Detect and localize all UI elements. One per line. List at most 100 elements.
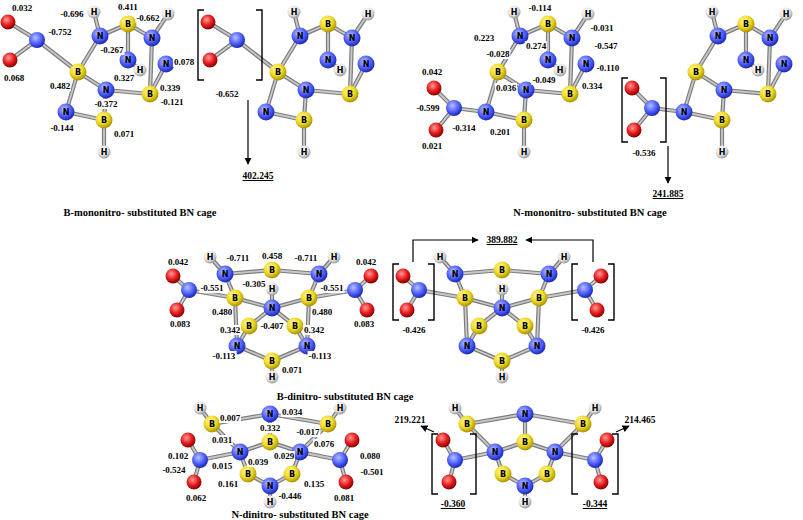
atom-sphere [96,112,113,129]
atom-symbol: N [237,448,244,457]
atom-sphere [334,402,347,415]
charge-value: 0.411 [117,2,139,12]
panel-caption: N-mononitro- substituted BN cage [512,207,668,218]
atom-sphere [134,64,147,77]
atom-symbol: N [325,56,332,65]
atom-symbol: N [483,108,490,117]
bracket-line [622,78,628,142]
bracket-line [572,434,578,494]
atom-symbol: N [349,34,356,43]
atom-symbol: N [522,482,529,491]
panel-caption: B-mononitro- substituted BN cage [63,207,218,218]
bracket-line [608,264,614,320]
molecule-layer [1,6,793,509]
atom-symbol: N [267,482,274,491]
atom-symbol: B [301,116,307,125]
atom-sphere [142,86,159,103]
atom-sphere [577,282,593,298]
atom-sphere [88,6,101,19]
atom-sphere [339,475,354,490]
atom-symbol: N [269,304,276,313]
atom-sphere [558,251,571,264]
charge-value: -0.426 [401,325,426,335]
atom-sphere [562,86,579,103]
atom-sphere [98,146,111,159]
panel-caption: B-dinitro- substituted BN cage [276,391,415,402]
atom-symbol: N [767,34,774,43]
atom-symbol: H [137,66,144,75]
atom-sphere [434,251,447,264]
atom-symbol: B [101,116,107,125]
atom-symbol: N [569,34,576,43]
atom-sphere [396,269,411,284]
atom-symbol: N [267,410,274,419]
charge-value: -0.049 [531,75,556,85]
atom-symbol: N [125,56,132,65]
charge-value: 0.029 [273,451,295,461]
bond-energy-value: 389.882 [486,235,519,245]
charge-value: 0.327 [113,73,135,83]
atom-sphere [449,402,462,415]
atom-symbol: B [521,116,527,125]
atom-sphere [262,478,279,495]
charge-value: 0.102 [167,451,189,461]
atom-sphere [575,416,592,433]
atom-symbol: B [289,470,295,479]
atom-symbol: B [209,420,215,429]
atom-symbol: N [552,448,559,457]
atom-symbol: B [545,20,551,29]
charge-value: -0.426 [580,325,605,335]
atom-symbol: B [275,68,281,77]
atom-symbol: B [125,20,131,29]
atom-symbol: B [522,438,528,447]
atom-symbol: B [232,294,238,303]
bond-energy-value: 214.465 [624,415,657,425]
charge-value: -0.446 [277,491,302,501]
atom-sphere [411,282,427,298]
atom-sphere [517,478,534,495]
charge-value: 0.135 [303,479,325,489]
atom-sphere [229,32,245,48]
charge-value: 0.031 [211,435,233,445]
atom-symbol: H [521,148,528,157]
atom-symbol: H [783,10,790,19]
charge-value: 0.015 [211,461,233,471]
atom-sphere [288,6,301,19]
atom-symbol: N [523,86,530,95]
atom-sphere [594,269,609,284]
atom-symbol: B [269,266,275,275]
atom-sphere [547,444,564,461]
charge-value: 0.201 [489,127,511,137]
atom-sphere [487,444,504,461]
arrow-line [421,426,434,432]
charge-value: 0.342 [303,325,325,335]
atom-sphere [296,112,313,129]
atom-symbol: H [365,10,372,19]
arrow-line [526,240,593,262]
bond-energy-value: 241.885 [652,189,685,199]
atom-sphere [358,56,375,73]
charge-value: 0.482 [49,81,71,91]
atom-symbol: B [292,322,298,331]
arrow-line [247,100,248,164]
bracket-line [612,434,618,494]
atom-symbol: H [499,373,506,382]
charge-value: -0.028 [485,49,510,59]
atom-sphere [347,282,363,298]
charge-value: -0.696 [59,9,84,19]
charge-value: -0.113 [212,351,237,361]
charge-value: -0.711 [294,253,319,263]
atom-sphere [529,338,546,355]
charge-value: -0.599 [415,103,440,113]
charge-value: -0.662 [135,13,160,23]
atom-sphere [516,112,533,129]
charge-value: 0.036 [495,83,517,93]
bond-line [525,414,583,424]
charge-value: -0.547 [593,41,618,51]
atom-sphere [594,475,609,490]
atom-symbol: N [163,60,170,69]
atom-symbol: N [363,60,370,69]
atom-symbol: H [269,285,276,294]
atom-sphere [582,8,595,21]
atom-symbol: N [721,86,728,95]
